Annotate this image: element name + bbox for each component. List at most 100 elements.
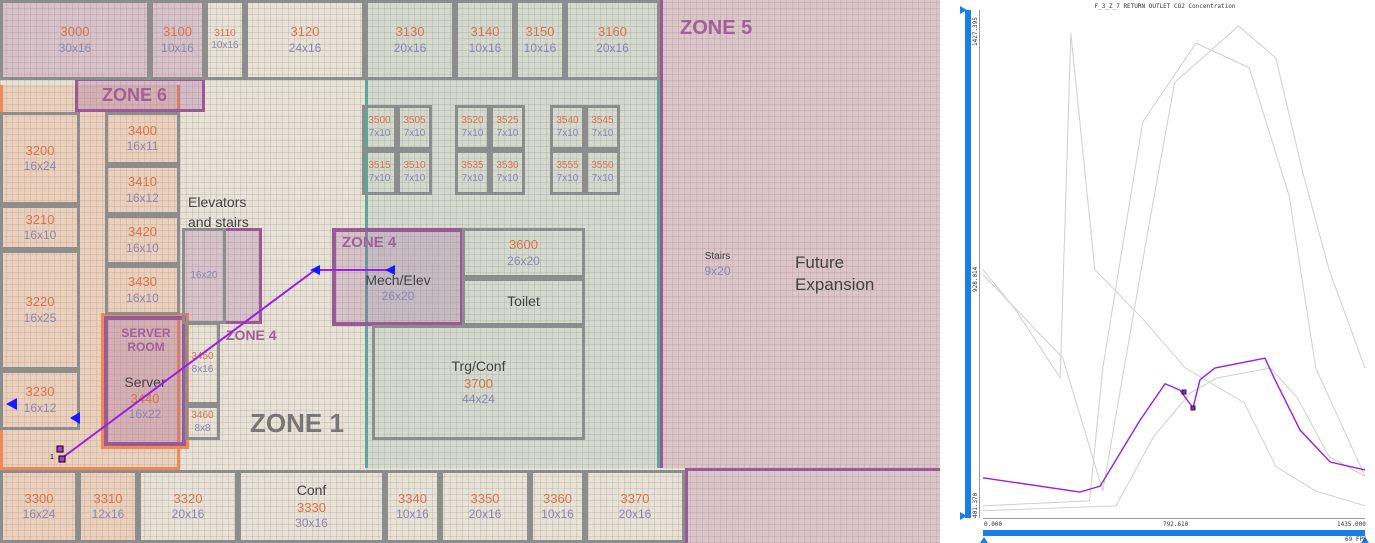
- room-number: 3410: [128, 174, 157, 190]
- route-node-handle: [58, 455, 66, 463]
- path-overlay[interactable]: 1: [0, 0, 940, 543]
- zone6-label: ZONE 6: [102, 85, 168, 105]
- series-line-other-4[interactable]: [982, 367, 1366, 512]
- y-slider-top-handle[interactable]: [960, 6, 967, 14]
- room-number: 3210: [25, 211, 55, 227]
- room-number: 3500: [368, 115, 391, 126]
- room-size: 7x10: [591, 172, 614, 184]
- room-number: 3460: [191, 410, 214, 421]
- room-number: 3525: [496, 115, 519, 126]
- zone4-small-label: ZONE 4: [226, 327, 277, 343]
- room-size: 7x10: [496, 172, 519, 184]
- room-size: 20x16: [393, 40, 427, 55]
- room-number: 3545: [591, 115, 614, 126]
- y-range-slider[interactable]: [965, 10, 971, 518]
- room-number: 3000: [60, 24, 90, 40]
- co2-chart-panel[interactable]: F_3_Z_7 RETURN OUTLET CO2 Concentration …: [955, 0, 1375, 543]
- room-number: 3400: [128, 122, 157, 138]
- x-slider-right-handle[interactable]: [1361, 537, 1369, 543]
- room-size: 16x11: [126, 139, 159, 154]
- room-size: 7x10: [368, 127, 391, 139]
- room-name: Conf: [296, 482, 327, 499]
- room-size: 20x16: [596, 40, 629, 55]
- server-zone: [101, 313, 189, 449]
- room-number: 3450: [191, 351, 214, 362]
- series-line-other-1[interactable]: [982, 25, 1366, 492]
- route-line: [61, 269, 395, 459]
- room-size: 12x16: [91, 507, 125, 522]
- room-size: 16x22: [128, 407, 162, 422]
- x-range-slider[interactable]: [983, 530, 1365, 536]
- room-size: 16x10: [23, 228, 57, 243]
- zone5-area-lower: [685, 468, 940, 543]
- series-line-selected[interactable]: [982, 357, 1366, 493]
- room-number: 3550: [591, 160, 614, 171]
- room-number: 3350: [470, 490, 500, 506]
- room-size: 7x10: [556, 172, 579, 184]
- room-number: 3310: [93, 490, 123, 506]
- series-line-other-3[interactable]: [982, 42, 1366, 507]
- room-toilet[interactable]: Toilet: [462, 278, 585, 326]
- zone1-label: ZONE 1: [250, 408, 344, 438]
- chart-node-handle[interactable]: [1181, 389, 1187, 395]
- series-line-other-2[interactable]: [982, 33, 1366, 507]
- room-size: 20x16: [171, 507, 205, 522]
- x-slider-left-handle[interactable]: [980, 537, 988, 543]
- room-number: 3320: [173, 490, 203, 506]
- room-name: Stairs: [704, 251, 731, 263]
- room-size: 20x16: [468, 507, 502, 522]
- room-name: Mech/Elev: [365, 271, 431, 288]
- chart-node-handle[interactable]: [1190, 405, 1196, 411]
- room-size: 16x10: [126, 290, 159, 305]
- x-tick-label: 1435.000: [1337, 521, 1366, 528]
- room-number: 3520: [461, 115, 484, 126]
- y-slider-bottom-handle[interactable]: [960, 512, 967, 520]
- room-size: 7x10: [496, 127, 519, 139]
- room-number: 3230: [25, 384, 55, 400]
- plot-area[interactable]: [955, 0, 1375, 543]
